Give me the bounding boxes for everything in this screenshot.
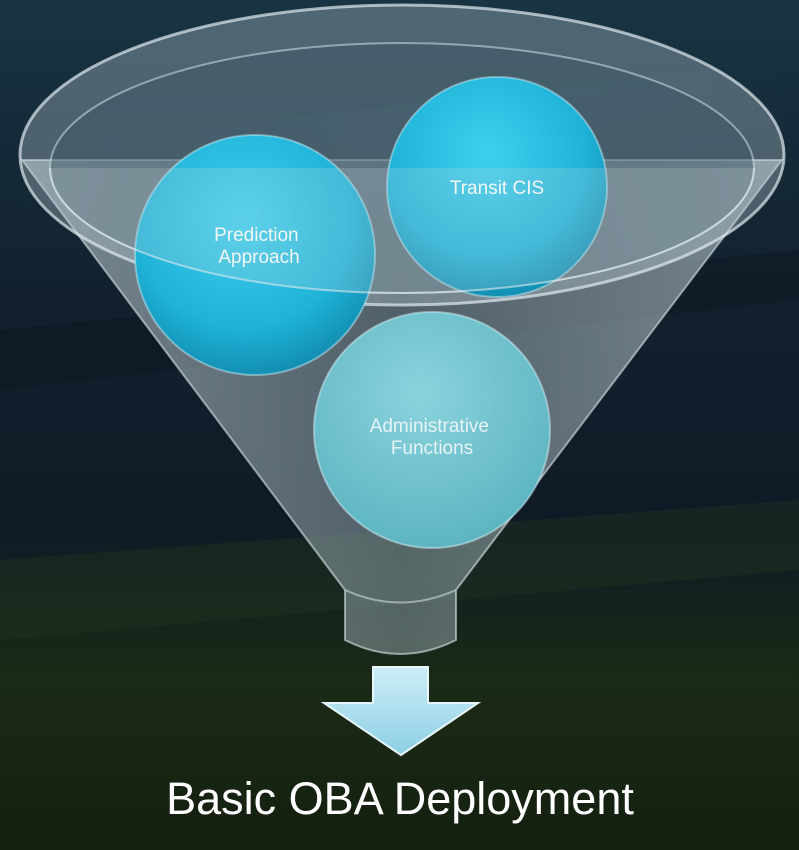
input-label: Administrative Functions bbox=[370, 416, 495, 459]
result-label: Basic OBA Deployment bbox=[166, 773, 634, 824]
input-node-transit-cis: Transit CIS bbox=[386, 76, 608, 298]
funnel-rim-front bbox=[49, 167, 755, 294]
input-label: Prediction Approach bbox=[214, 225, 304, 268]
input-node-administrative-functions: Administrative Functions bbox=[313, 311, 551, 549]
input-node-prediction-approach: Prediction Approach bbox=[134, 134, 376, 376]
down-arrow-icon bbox=[320, 666, 482, 757]
input-label: Transit CIS bbox=[450, 178, 544, 199]
